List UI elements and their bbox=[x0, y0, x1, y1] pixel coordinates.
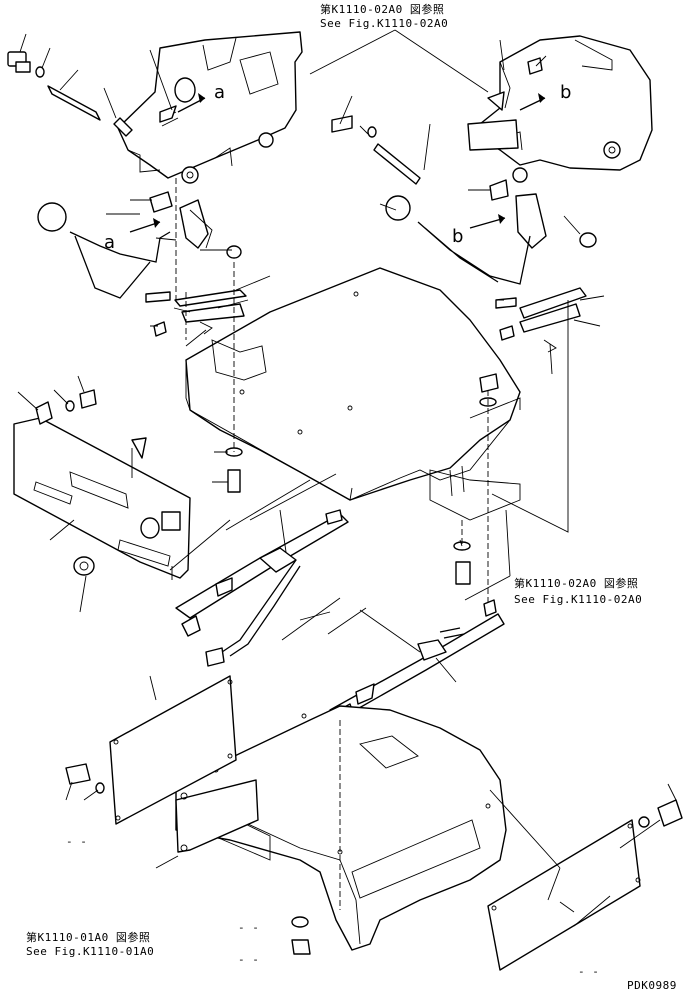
left-cover-plate bbox=[65, 675, 237, 825]
ref-mid-jp: 第K1110-02A0 図参照 bbox=[514, 577, 639, 590]
left-side-panel bbox=[175, 779, 259, 853]
detail-label-b-lower: b bbox=[452, 226, 464, 247]
detail-label-a-lower: a bbox=[104, 232, 116, 253]
ref-bottom-en: See Fig.K1110-01A0 bbox=[26, 945, 155, 958]
left-control-bracket bbox=[117, 31, 303, 184]
detail-arrows bbox=[129, 93, 546, 233]
ref-bottom-jp: 第K1110-01A0 図参照 bbox=[26, 931, 151, 944]
ref-mid-en: See Fig.K1110-02A0 bbox=[514, 593, 643, 606]
center-box-frame bbox=[185, 267, 521, 521]
dash-mark-washer: - - bbox=[238, 921, 260, 934]
alignment-lines bbox=[175, 178, 489, 910]
right-control-bracket bbox=[469, 35, 653, 183]
right-cover-plate bbox=[487, 799, 683, 971]
bottom-fasteners bbox=[291, 916, 311, 955]
left-lever-assembly bbox=[175, 509, 349, 667]
detail-label-a-upper: a bbox=[214, 82, 226, 103]
ref-top-jp: 第K1110-02A0 図参照 bbox=[320, 3, 445, 16]
detail-label-b-upper: b bbox=[560, 82, 572, 103]
dash-mark-left: - - bbox=[66, 835, 88, 848]
dash-mark-right: - - bbox=[578, 965, 600, 978]
leader-lines bbox=[17, 29, 677, 927]
drawing-code: PDK0989 bbox=[627, 979, 677, 992]
right-fasteners bbox=[331, 57, 597, 353]
left-front-panel bbox=[13, 389, 191, 579]
center-fasteners bbox=[225, 373, 499, 585]
left-fasteners bbox=[7, 51, 247, 337]
right-lever-assembly bbox=[329, 599, 505, 723]
dash-mark-nut: - - bbox=[238, 953, 260, 966]
ref-top-en: See Fig.K1110-02A0 bbox=[320, 17, 449, 30]
